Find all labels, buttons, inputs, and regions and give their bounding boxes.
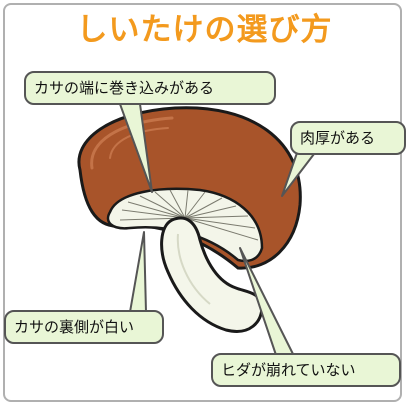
callout-thick-flesh-label: 肉厚がある	[300, 129, 376, 147]
callout-gills-label: ヒダが崩れていない	[221, 361, 356, 379]
callout-cap-underside: カサの裏側が白い	[4, 310, 164, 344]
page-title: しいたけの選び方	[76, 12, 333, 48]
callout-gills: ヒダが崩れていない	[211, 353, 401, 387]
callout-cap-edge: カサの端に巻き込みがある	[24, 71, 276, 105]
callout-cap-underside-label: カサの裏側が白い	[14, 318, 135, 336]
callout-pointers	[119, 103, 315, 357]
callout-thick-flesh: 肉厚がある	[290, 121, 406, 155]
callout-cap-edge-label: カサの端に巻き込みがある	[34, 79, 215, 97]
